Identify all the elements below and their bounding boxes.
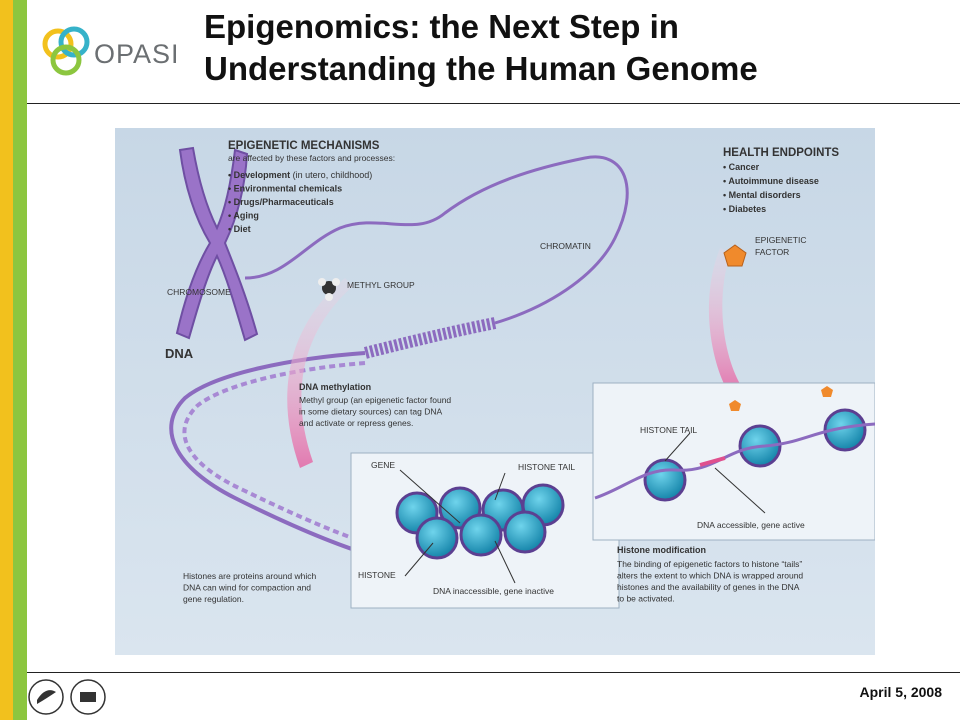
dna-helix-strand-2 [182, 361, 384, 550]
health-item-2: • Autoimmune disease [723, 176, 819, 186]
chromatin-fiber [244, 155, 629, 325]
title-line-1: Epigenomics: the Next Step in [204, 8, 679, 45]
chromatin-coil [363, 317, 497, 359]
mechanisms-title: EPIGENETIC MECHANISMS [228, 140, 380, 152]
yellow-side-bar [0, 0, 13, 720]
opasi-logo: OPASI [42, 26, 180, 76]
epigenetic-factor-pentagon [723, 244, 747, 267]
page-title: Epigenomics: the Next Step in Understand… [204, 6, 758, 90]
histone-mod-description: The binding of epigenetic factors to his… [617, 559, 803, 604]
epigenetics-figure: EPIGENETIC MECHANISMS are affected by th… [115, 128, 875, 655]
mechanism-item-3: • Drugs/Pharmaceuticals [228, 197, 334, 207]
methylation-description: Methyl group (an epigenetic factor found… [299, 395, 451, 428]
histone-mod-line-3: histones and the availability of genes i… [617, 582, 800, 592]
logo-ring-green [50, 44, 82, 76]
epigenetic-factor-label-2: FACTOR [755, 247, 789, 257]
histones-line-1: Histones are proteins around which [183, 571, 317, 581]
footer-date: April 5, 2008 [859, 684, 943, 700]
footer-divider [27, 672, 960, 673]
histone-tail-right-label: HISTONE TAIL [640, 425, 697, 435]
methylation-title: DNA methylation [299, 382, 371, 392]
methylation-line-2: in some dietary sources) can tag DNA [299, 407, 442, 417]
nih-seal-icon [70, 679, 106, 715]
epigenetic-factor-label-1: EPIGENETIC [755, 235, 806, 245]
chromatin-label: CHROMATIN [540, 241, 591, 251]
mechanisms-list: • Development (in utero, childhood) • Env… [228, 170, 372, 234]
dna-helix-strand-1 [169, 351, 381, 560]
health-item-3: • Mental disorders [723, 190, 801, 200]
health-title: HEALTH ENDPOINTS [723, 147, 839, 159]
health-list: • Cancer • Autoimmune disease • Mental dis… [723, 162, 819, 214]
mechanism-item-5: • Diet [228, 224, 251, 234]
health-item-1: • Cancer [723, 162, 760, 172]
histone-label: HISTONE [358, 570, 396, 580]
methyl-molecule [318, 278, 340, 301]
hhs-seal-icon [28, 679, 64, 715]
mechanism-item-2: • Environmental chemicals [228, 184, 342, 194]
mechanisms-subtitle: are affected by these factors and proces… [228, 153, 395, 163]
histone-cluster-active [594, 386, 875, 502]
logo-text: OPASI [94, 39, 180, 69]
title-line-2: Understanding the Human Genome [204, 50, 758, 87]
chromosome-label: CHROMOSOME [167, 287, 231, 297]
logo-ring-teal [58, 26, 90, 58]
histone-mod-line-4: to be activated. [617, 594, 675, 604]
dna-label: DNA [165, 346, 194, 361]
logo-ring-yellow [42, 28, 74, 60]
dna-inaccessible-label: DNA inaccessible, gene inactive [433, 586, 554, 596]
chromosome-illustration [175, 146, 259, 342]
dna-accessible-label: DNA accessible, gene active [697, 520, 805, 530]
health-item-4: • Diabetes [723, 204, 766, 214]
header-divider [27, 103, 960, 104]
histones-line-3: gene regulation. [183, 594, 244, 604]
mechanism-item-4: • Aging [228, 211, 259, 221]
methyl-group-label: METHYL GROUP [347, 280, 415, 290]
factor-arrow [708, 248, 740, 390]
gene-label: GENE [371, 460, 395, 470]
mechanism-item-1: • Development (in utero, childhood) [228, 170, 372, 180]
histone-mod-line-2: alters the extent to which DNA is wrappe… [617, 571, 803, 581]
methylation-line-3: and activate or repress genes. [299, 418, 413, 428]
leader-lines [399, 432, 766, 584]
methylation-line-1: Methyl group (an epigenetic factor found [299, 395, 451, 405]
histone-mod-title: Histone modification [617, 545, 706, 555]
histones-line-2: DNA can wind for compaction and [183, 583, 311, 593]
histone-tail-left-label: HISTONE TAIL [518, 462, 575, 472]
histone-cluster-inactive [395, 483, 565, 560]
methyl-arrow [287, 278, 353, 468]
footer-logos [28, 679, 106, 715]
histone-mod-line-1: The binding of epigenetic factors to his… [617, 559, 802, 569]
green-side-bar [13, 0, 27, 720]
